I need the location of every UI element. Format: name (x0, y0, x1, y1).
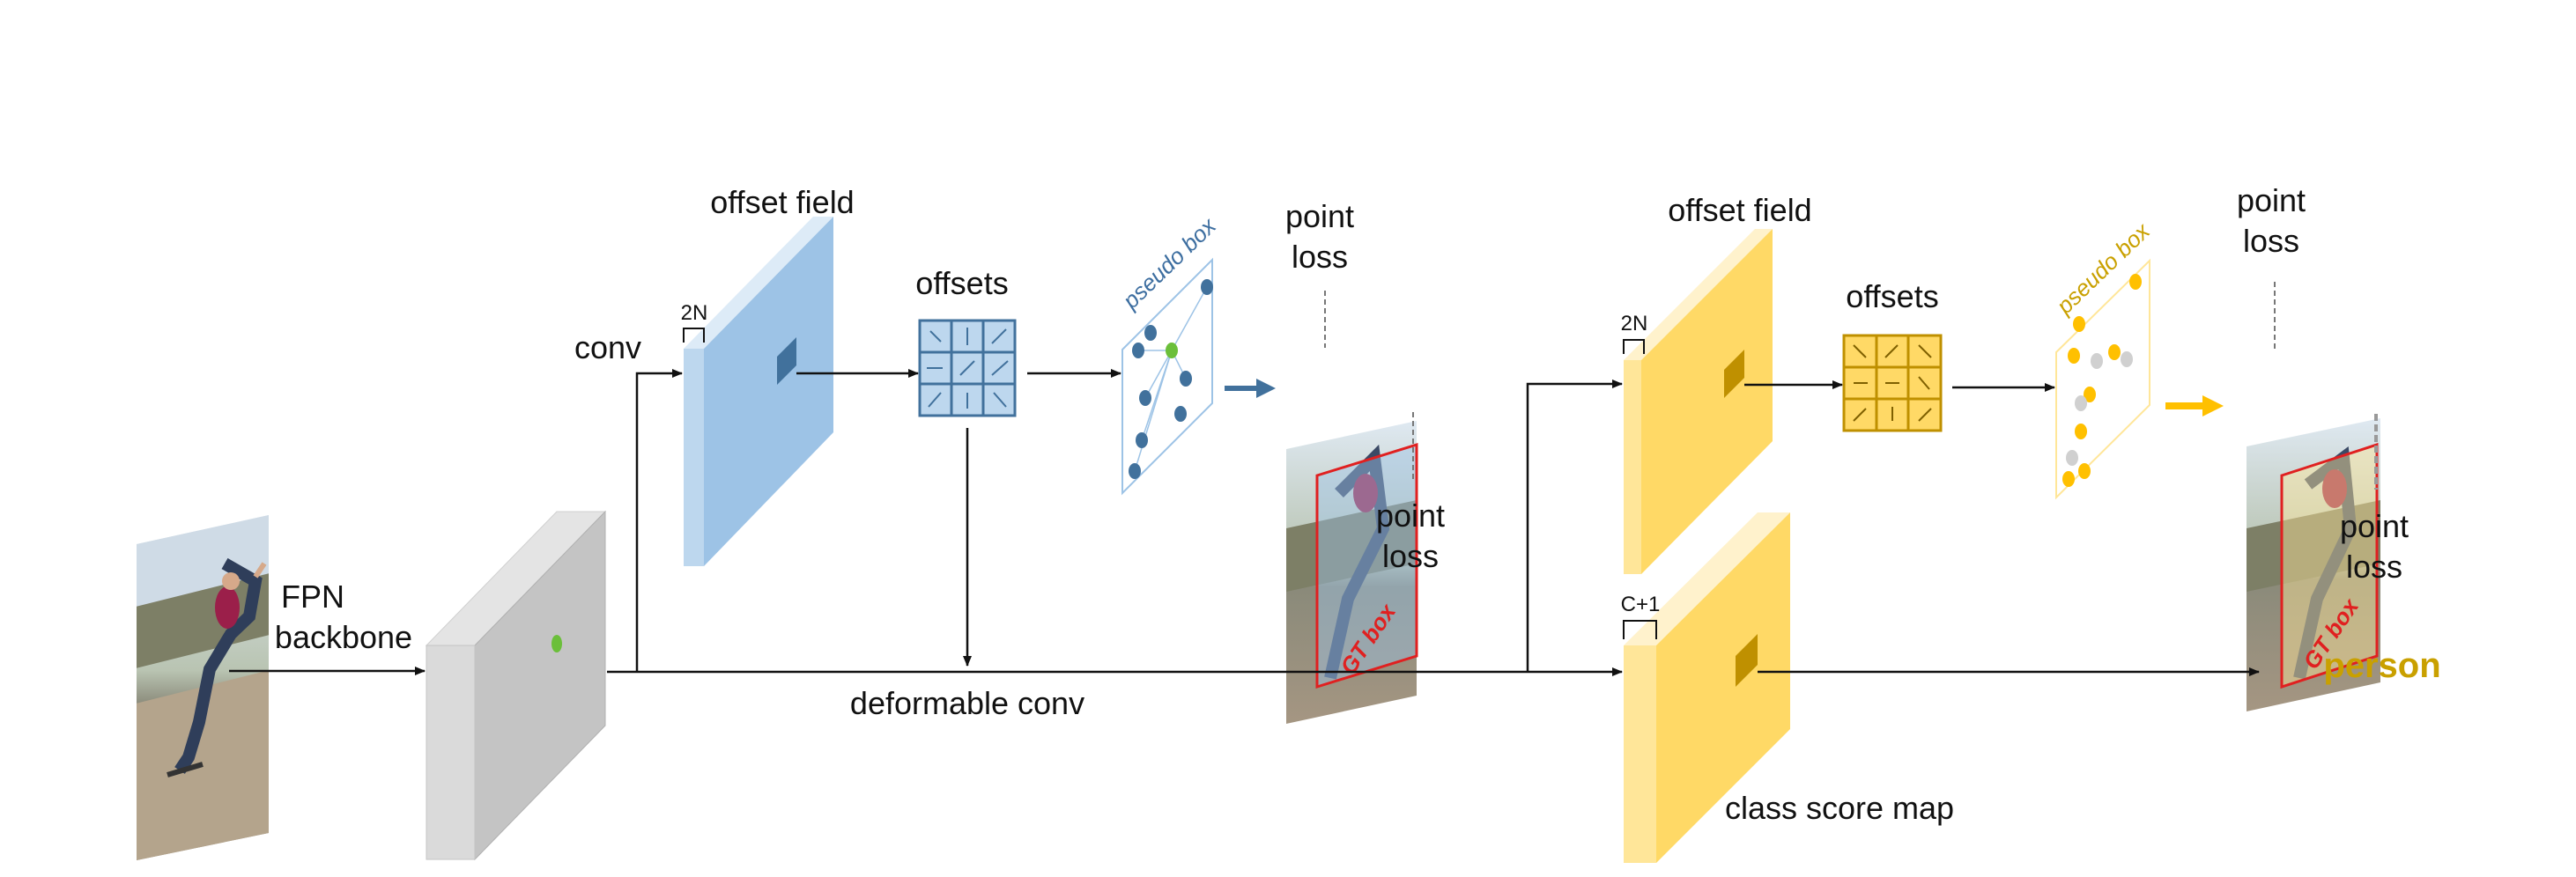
feature-point (551, 635, 562, 652)
pseudo-box-blue: pseudo box (1117, 212, 1222, 496)
prediction-photo-gold: GT box (2247, 282, 2380, 711)
channels-2n-label-top: 2N (681, 301, 708, 325)
fpn-label: FPN (281, 579, 344, 615)
prediction-photo-blue: GT box (1286, 291, 1418, 724)
grid-arrows-icon-gold (1853, 344, 1932, 422)
offsets-grid-right (1842, 334, 1943, 432)
thick-arrow-icon (1225, 379, 1276, 398)
flow-arrows (229, 369, 2260, 676)
bracket-c1 (1623, 620, 1657, 639)
input-image (137, 515, 269, 860)
output-class-label: person (2323, 646, 2440, 685)
point-loss-c-line2: loss (2243, 223, 2299, 259)
channels-2n-label-right: 2N (1621, 312, 1648, 335)
class-score-map-block (1624, 512, 1790, 863)
offset-field-label-top: offset field (710, 184, 854, 220)
backbone-feature-map (425, 510, 607, 861)
offsets-label-right: offsets (1846, 278, 1938, 314)
backbone-label: backbone (275, 619, 412, 655)
sampling-square-class (1736, 634, 1758, 687)
sampling-square (777, 337, 796, 385)
point-loss-a-line1: point (1285, 198, 1354, 234)
offsets-grid-top (918, 319, 1017, 417)
point-loss-d-line2: loss (2346, 549, 2402, 585)
bracket-2n-right (1623, 339, 1645, 354)
point-loss-a-line2: loss (1292, 239, 1348, 275)
point-loss-c-line1: point (2237, 182, 2306, 218)
deformable-conv-label: deformable conv (850, 685, 1084, 721)
point-loss-b-line1: point (1376, 497, 1445, 534)
thick-arrow-icon-gold (2165, 395, 2224, 416)
conv-label: conv (574, 329, 641, 365)
offset-field-block-right (1624, 229, 1773, 574)
offset-field-label-right: offset field (1668, 192, 1811, 228)
bracket-2n-top (683, 328, 705, 343)
pseudo-box-gold: pseudo box (2051, 217, 2156, 500)
grid-arrows-icon (927, 328, 1009, 409)
offset-field-block-top (684, 217, 833, 566)
point-loss-b-line2: loss (1382, 538, 1439, 574)
sampling-square-gold (1724, 350, 1744, 398)
class-score-map-label: class score map (1725, 790, 1954, 826)
channels-c1-label: C+1 (1621, 593, 1661, 616)
point-loss-d-line1: point (2340, 508, 2409, 544)
pseudo-box-label-blue: pseudo box (1117, 212, 1222, 314)
offsets-label-top: offsets (915, 265, 1008, 301)
pseudo-box-label-gold: pseudo box (2051, 217, 2156, 320)
